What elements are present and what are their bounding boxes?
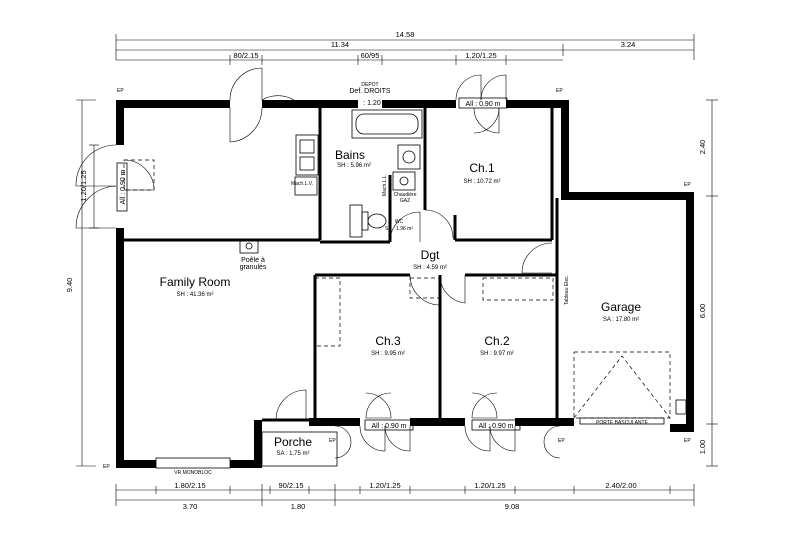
- washing-machine-icon: [349, 204, 363, 238]
- allege-ch3: All : 0.90 m: [371, 423, 406, 430]
- bottom-dimensions: 1.80/2.15 90/2.15 1.20/1.25 1.20/1.25 2.…: [115, 481, 695, 511]
- dim-left-total: 9.40: [65, 278, 74, 293]
- room-garage-name: Garage: [601, 300, 641, 314]
- exterior-walls: [116, 100, 694, 468]
- room-ch3-area: SH : 9.95 m²: [371, 351, 405, 357]
- dim-top-right: 3.24: [621, 40, 636, 49]
- chaudiere-label: Chaudière: [393, 192, 416, 198]
- ep-garage-bottom: EP: [684, 438, 691, 444]
- interior-walls: [124, 108, 559, 464]
- machine-lv-label: Mach.L.V.: [291, 181, 313, 187]
- dim-top-window-2: 60/95: [361, 51, 380, 60]
- room-dgt-area: SH : 4.59 m²: [413, 265, 447, 271]
- room-dgt-name: Dgt: [421, 248, 440, 262]
- fixtures: [155, 109, 687, 469]
- room-ch2-area: SH : 9.97 m²: [480, 351, 514, 357]
- dim-top-window-3: 1.20/1.25: [465, 51, 496, 60]
- ep-bottom-left: EP: [103, 464, 110, 470]
- allege-120-label: : 1.20: [363, 100, 381, 107]
- allege-boxes: [116, 97, 521, 431]
- room-ch1-name: Ch.1: [469, 161, 495, 175]
- ep-top-left: EP: [117, 88, 124, 94]
- bathtub-icon: [351, 109, 423, 139]
- pellet-stove-icon: [239, 239, 259, 254]
- machine-ll-label: Mach.L.L.: [382, 174, 388, 196]
- allege-left: All : 0.90 m: [120, 169, 127, 204]
- allege-ch1: All : 0.90 m: [465, 101, 500, 108]
- room-bains-area: SH : 5.96 m²: [337, 163, 371, 169]
- dim-bottom-2: 1.80: [291, 502, 306, 511]
- kitchen-sink-icon: [295, 134, 319, 176]
- room-garage-area: SA : 17.80 m²: [603, 317, 639, 323]
- dim-right-2: 6.00: [698, 304, 707, 319]
- room-family-area: SH : 41.36 m²: [176, 292, 213, 298]
- dim-top-window-1: 80/2.15: [233, 51, 258, 60]
- ep-garage: EP: [684, 182, 691, 188]
- porte-basculante-label: PORTE BASCULANTE: [596, 420, 649, 426]
- top-dimensions: 14.58 11.34 3.24 80/2.15 60/95 1.20/1.25: [115, 30, 695, 65]
- depot-label: DEPOT: [361, 82, 378, 88]
- door-window-swings: [75, 67, 561, 459]
- toilet-icon: [361, 211, 369, 231]
- room-ch1-area: SH : 10.72 m²: [463, 179, 500, 185]
- poele-label-2: granulés: [240, 264, 267, 271]
- room-wc-name: WC: [395, 219, 404, 225]
- allege-ch2: All : 0.90 m: [478, 423, 513, 430]
- dashed-elements: [123, 159, 671, 419]
- room-porche-area: SA : 1.75 m²: [276, 451, 309, 457]
- room-porche-name: Porche: [274, 435, 312, 449]
- poele-label-1: Poêle à: [241, 257, 265, 264]
- tableau-elec-label: Tableau Elec.: [564, 275, 570, 305]
- ep-top-right: EP: [556, 88, 563, 94]
- dim-bottom-window-2: 90/2.15: [278, 481, 303, 490]
- dim-bottom-1: 3.70: [183, 502, 198, 511]
- left-dimensions: 9.40 1.20/1.25: [65, 99, 99, 467]
- dim-bottom-window-3: 1.20/1.25: [369, 481, 400, 490]
- room-bains-name: Bains: [335, 148, 365, 162]
- dim-top-total: 14.58: [396, 30, 415, 39]
- dim-right-3: 1.00: [698, 440, 707, 455]
- dim-right-1: 2.40: [698, 140, 707, 155]
- ep-porch: EP: [329, 438, 336, 444]
- depot-droits-label: Def. DROITS: [349, 88, 391, 95]
- boiler-icon: [392, 171, 416, 191]
- room-family-name: Family Room: [160, 275, 231, 289]
- right-dimensions: 2.40 6.00 1.00: [698, 99, 718, 467]
- room-ch3-name: Ch.3: [375, 334, 401, 348]
- room-ch2-name: Ch.2: [484, 334, 510, 348]
- sink-icon: [397, 144, 421, 170]
- room-wc-area: SH : 1.96 m²: [385, 226, 413, 232]
- dim-bottom-window-1: 1.80/2.15: [174, 481, 205, 490]
- dim-top-left: 11.34: [331, 40, 349, 49]
- vr-monobloc-label: VR MONOBLOC: [174, 470, 212, 476]
- ep-ch3: EP: [558, 438, 565, 444]
- dim-bottom-3: 9.08: [505, 502, 520, 511]
- dim-bottom-window-4: 1.20/1.25: [474, 481, 505, 490]
- gaz-label: GAZ: [400, 198, 410, 204]
- dim-bottom-window-5: 2.40/2.00: [605, 481, 636, 490]
